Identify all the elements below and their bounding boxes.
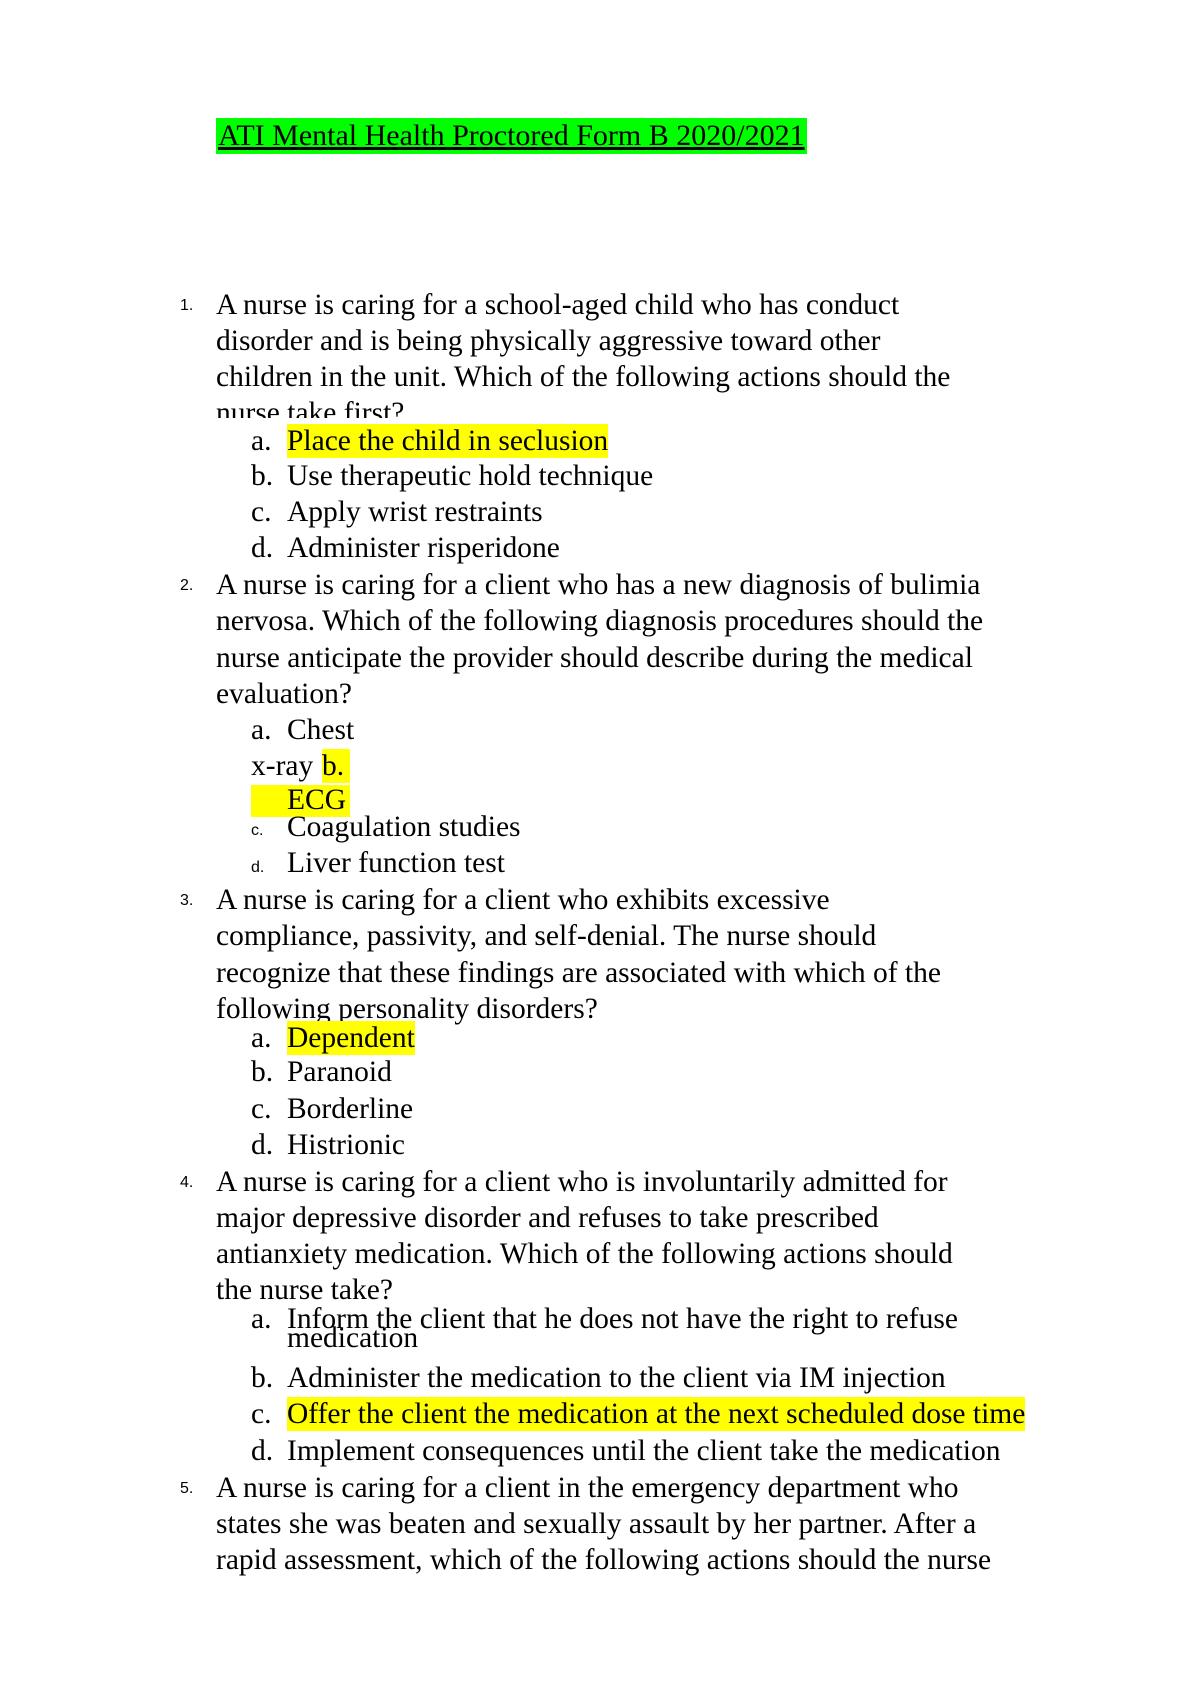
option-letter: d.: [251, 1435, 274, 1467]
question-text-line: A nurse is caring for a school-aged chil…: [216, 289, 900, 321]
option-text: Liver function test: [287, 847, 505, 879]
question-text-line: antianxiety medication. Which of the fol…: [216, 1238, 953, 1270]
option-text-continued: medication: [287, 1322, 419, 1354]
question-text-line: the nurse take?: [216, 1274, 393, 1306]
option-letter: a.: [251, 425, 272, 457]
option-text: Borderline: [287, 1093, 414, 1125]
question-number: 2.: [180, 577, 194, 594]
option-text: Administer the medication to the client …: [287, 1362, 946, 1394]
question-number: 5.: [180, 1480, 194, 1497]
question-text-line: states she was beaten and sexually assau…: [216, 1508, 977, 1540]
option-letter: c.: [251, 822, 264, 839]
option-text: Coagulation studies: [287, 811, 521, 843]
question-text-line: recognize that these findings are associ…: [216, 957, 941, 989]
option-text: Chest: [287, 714, 355, 746]
option-letter: b.: [251, 1056, 274, 1088]
question-number: 3.: [180, 892, 194, 909]
option-letter: c.: [251, 1093, 272, 1125]
option-text: ECG: [287, 784, 346, 816]
option-text: Paranoid: [287, 1056, 392, 1088]
question-number: 1.: [180, 297, 194, 314]
option-text: Apply wrist restraints: [287, 496, 543, 528]
option-text: Inform the client that he does not have …: [287, 1303, 958, 1335]
question-text-line: A nurse is caring for a client who is in…: [216, 1166, 948, 1198]
option-letter: d.: [251, 532, 274, 564]
option-text: Place the child in seclusion: [287, 424, 609, 458]
option-letter: d.: [251, 859, 265, 876]
document-title: ATI Mental Health Proctored Form B 2020/…: [216, 118, 807, 154]
option-letter: c.: [251, 1398, 272, 1430]
option-letter: a.: [251, 1303, 272, 1335]
question-text-line: A nurse is caring for a client who has a…: [216, 569, 981, 601]
question-text-line: compliance, passivity, and self-denial. …: [216, 920, 877, 952]
option-letter: c.: [251, 496, 272, 528]
answer-highlight: [322, 749, 350, 783]
question-text-line: A nurse is caring for a client in the em…: [216, 1472, 959, 1504]
option-text: Use therapeutic hold technique: [287, 460, 654, 492]
question-text-line: nurse take first?: [216, 397, 405, 418]
question-text-line: following personality disorders?: [216, 993, 598, 1025]
option-text: Implement consequences until the client …: [287, 1435, 1001, 1467]
option-letter: d.: [251, 1129, 274, 1161]
option-letter: a.: [251, 1022, 272, 1054]
question-text-line: rapid assessment, which of the following…: [216, 1544, 992, 1576]
question-text-line: nurse anticipate the provider should des…: [216, 642, 973, 674]
option-text-wrap: x-ray: [251, 750, 314, 782]
option-letter: a.: [251, 714, 272, 746]
option-text: Offer the client the medication at the n…: [287, 1397, 1026, 1431]
option-text: Dependent: [287, 1021, 415, 1055]
option-letter: b.: [322, 750, 345, 782]
option-text: Administer risperidone: [287, 532, 560, 564]
question-text-line: children in the unit. Which of the follo…: [216, 361, 951, 393]
option-letter: b.: [251, 460, 274, 492]
question-number: 4.: [180, 1174, 194, 1191]
answer-highlight: [251, 785, 350, 817]
option-text: Histrionic: [287, 1129, 405, 1161]
question-text-line: A nurse is caring for a client who exhib…: [216, 884, 830, 916]
question-text-line: evaluation?: [216, 678, 352, 710]
question-text-line: disorder and is being physically aggress…: [216, 325, 881, 357]
question-text-line: nervosa. Which of the following diagnosi…: [216, 605, 984, 637]
option-letter: b.: [251, 1362, 274, 1394]
question-text-line: major depressive disorder and refuses to…: [216, 1202, 879, 1234]
